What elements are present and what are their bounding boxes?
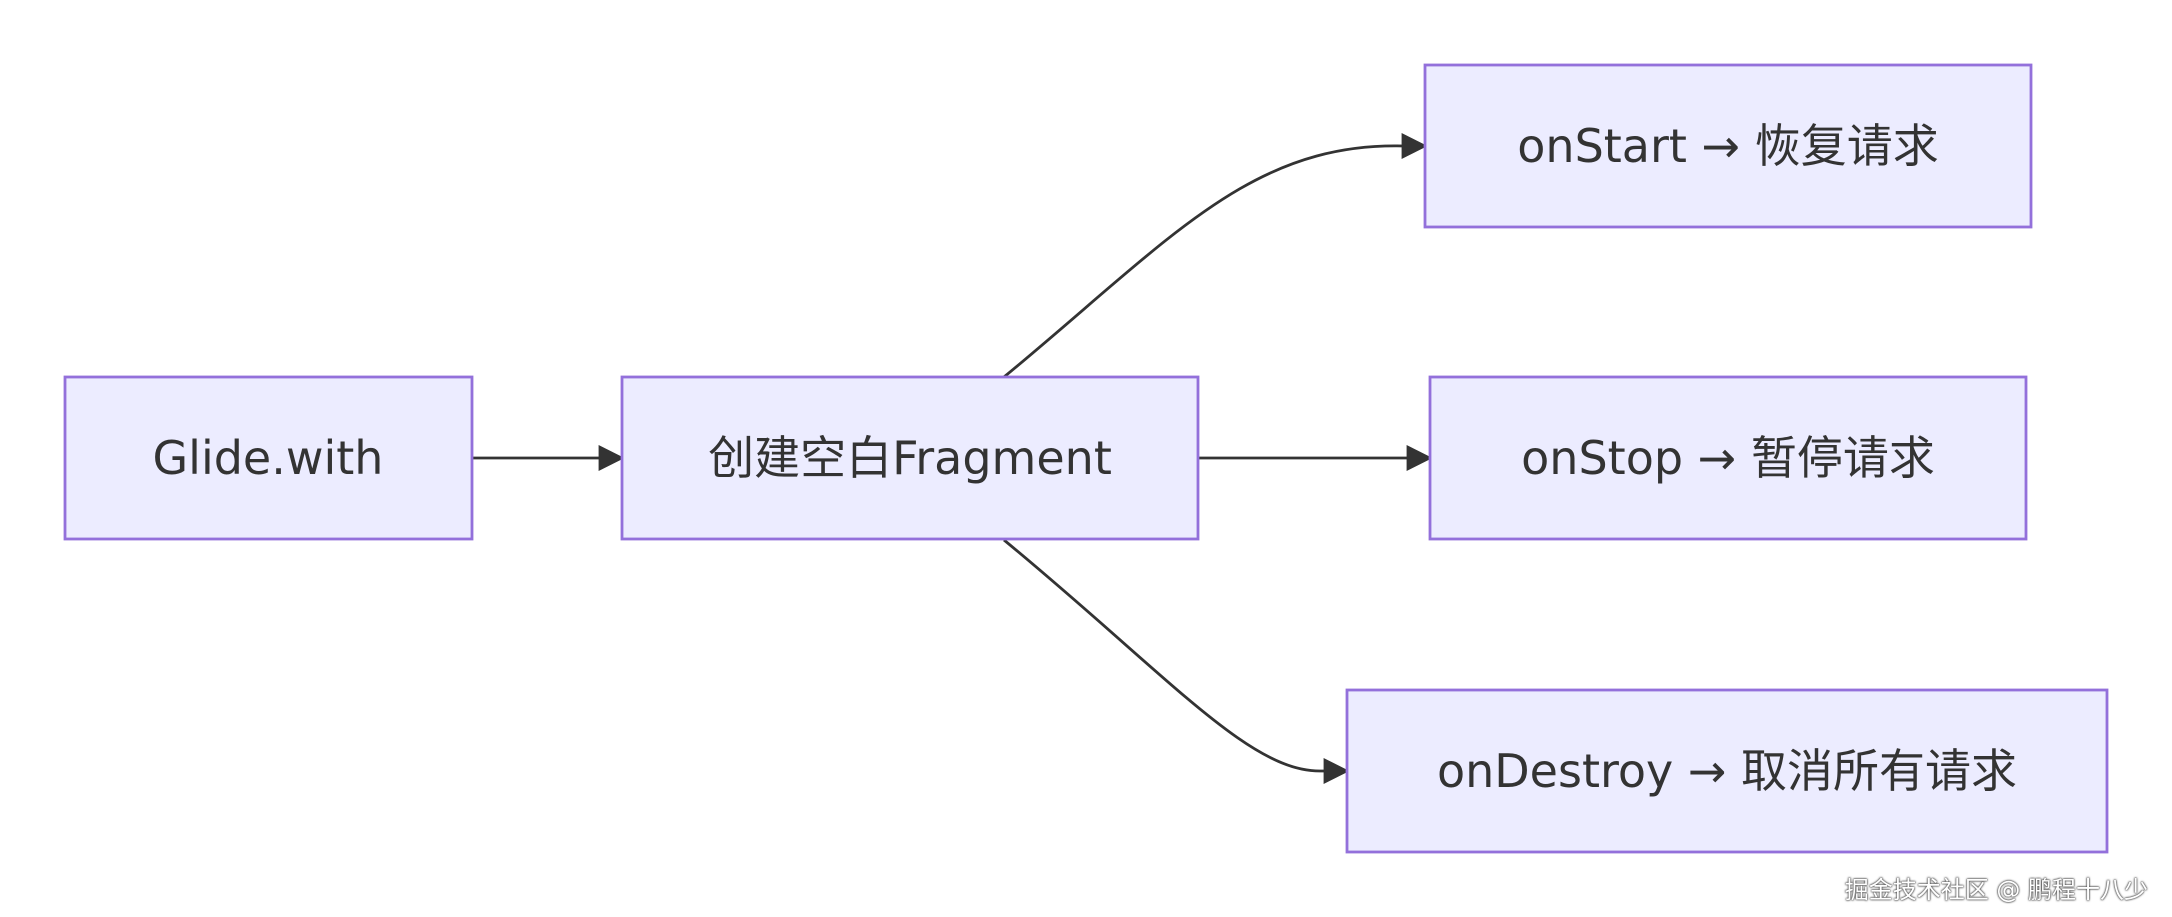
node-on-stop-label: onStop → 暂停请求	[1521, 431, 1935, 485]
node-create-fragment: 创建空白Fragment	[620, 375, 1200, 541]
node-on-destroy-label: onDestroy → 取消所有请求	[1437, 744, 2017, 798]
node-on-stop-box	[1428, 375, 2028, 541]
node-create-fragment-label: 创建空白Fragment	[708, 431, 1112, 485]
node-create-fragment-box	[620, 375, 1200, 541]
edge-fragment-to-destroy	[1003, 538, 1350, 784]
node-on-destroy: onDestroy → 取消所有请求	[1345, 688, 2109, 854]
node-glide-with-label: Glide.with	[153, 431, 384, 485]
node-glide-with-box	[63, 375, 474, 541]
watermark: 掘金技术社区 @ 鹏程十八少	[1844, 876, 2148, 904]
edge-fragment-to-start	[1003, 133, 1428, 379]
node-on-destroy-box	[1345, 688, 2109, 854]
edges	[472, 133, 1433, 784]
node-on-start-box	[1423, 63, 2033, 229]
node-glide-with: Glide.with	[63, 375, 474, 541]
node-on-start-label: onStart → 恢复请求	[1517, 119, 1938, 173]
node-on-start: onStart → 恢复请求	[1423, 63, 2033, 229]
node-on-stop: onStop → 暂停请求	[1428, 375, 2028, 541]
